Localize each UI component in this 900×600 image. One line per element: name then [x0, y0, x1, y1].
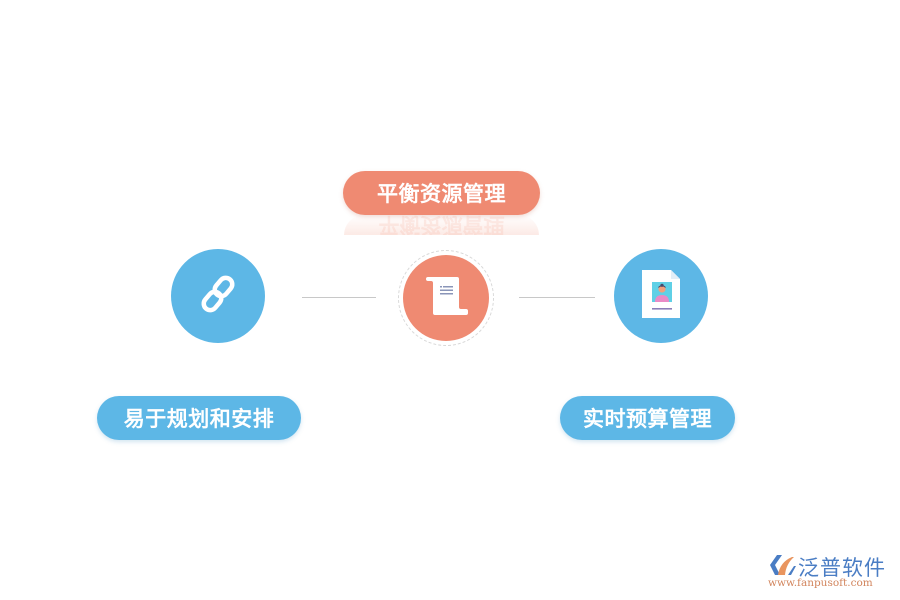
right-label-pill: 实时预算管理 [560, 396, 735, 440]
brand-mark-icon [768, 554, 796, 580]
connector-left [302, 297, 376, 298]
center-node-ring [398, 250, 494, 346]
scroll-document-icon [423, 275, 469, 321]
chain-link-icon [195, 271, 241, 321]
brand-logo: 泛普软件 www.fanpusoft.com [768, 552, 893, 592]
brand-name: 泛普软件 [798, 556, 886, 580]
center-node-circle [403, 255, 489, 341]
center-title-label: 平衡资源管理 [377, 182, 506, 206]
center-title-reflection: 平衡资源管理 [344, 215, 539, 235]
left-node-circle [171, 249, 265, 343]
center-title-pill: 平衡资源管理 [343, 171, 540, 215]
right-node-circle [614, 249, 708, 343]
left-label: 易于规划和安排 [123, 407, 275, 431]
left-label-pill: 易于规划和安排 [97, 396, 301, 440]
connector-right [519, 297, 595, 298]
profile-document-icon [640, 268, 682, 324]
right-label: 实时预算管理 [583, 407, 712, 431]
brand-url: www.fanpusoft.com [768, 577, 873, 589]
